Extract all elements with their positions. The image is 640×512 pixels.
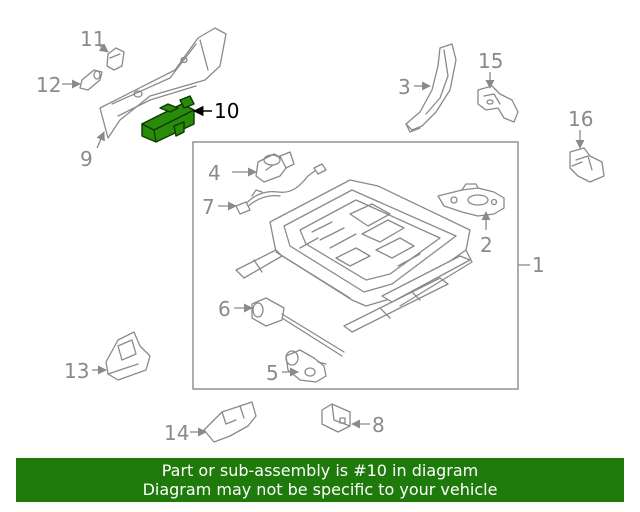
callout-3: 3 [398, 75, 411, 99]
part-info-banner: Part or sub-assembly is #10 in diagram D… [16, 458, 624, 502]
part-7-wire-harness[interactable] [235, 163, 327, 215]
part-9-side-shield[interactable] [99, 27, 227, 139]
part-5-motor[interactable] [285, 349, 327, 383]
banner-line-1: Part or sub-assembly is #10 in diagram [161, 461, 479, 480]
seat-frame-assembly[interactable] [235, 179, 473, 333]
part-16-clip[interactable] [569, 147, 605, 183]
callout-16: 16 [568, 107, 593, 131]
callout-4: 4 [208, 161, 221, 185]
part-3-trim-cover[interactable] [405, 43, 457, 133]
part-2-motor-bracket[interactable] [437, 183, 505, 217]
callout-8: 8 [372, 413, 385, 437]
callout-1: 1 [532, 253, 545, 277]
callout-13: 13 [64, 359, 89, 383]
banner-line-2: Diagram may not be specific to your vehi… [142, 480, 498, 499]
callout-12: 12 [36, 73, 61, 97]
callout-14: 14 [164, 421, 189, 445]
callout-9: 9 [80, 147, 93, 171]
callout-6: 6 [218, 297, 231, 321]
callout-10: 10 [214, 99, 239, 123]
callout-11: 11 [80, 27, 105, 51]
callout-15: 15 [478, 49, 503, 73]
part-10-seat-switch[interactable] [141, 95, 195, 143]
part-15-bracket[interactable] [477, 85, 519, 123]
part-14-cover[interactable] [203, 401, 257, 443]
callout-7: 7 [202, 195, 215, 219]
part-8-connector[interactable] [321, 403, 351, 433]
part-13-cover[interactable] [105, 331, 151, 381]
callout-2: 2 [480, 233, 493, 257]
part-6-actuator[interactable] [251, 297, 345, 357]
part-12-knob[interactable] [79, 69, 103, 91]
part-11-cap[interactable] [106, 47, 125, 71]
callout-5: 5 [266, 361, 279, 385]
part-4-motor[interactable] [255, 151, 295, 183]
